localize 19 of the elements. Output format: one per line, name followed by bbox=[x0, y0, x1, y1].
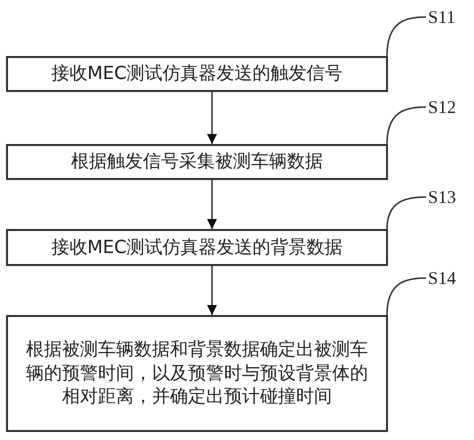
arrow bbox=[207, 180, 217, 229]
step-number: S14 bbox=[428, 269, 456, 287]
leader-line bbox=[386, 16, 426, 56]
process-box bbox=[6, 144, 388, 180]
leader-line bbox=[386, 196, 426, 230]
step-number: S11 bbox=[428, 8, 456, 26]
step-text: 接收MEC测试仿真器发送的背景数据 bbox=[51, 236, 343, 260]
process-box bbox=[6, 56, 388, 92]
process-box bbox=[6, 315, 388, 432]
leader-line bbox=[386, 277, 426, 316]
step-number: S13 bbox=[428, 188, 456, 206]
leader-line bbox=[386, 106, 426, 144]
step-text: 根据触发信号采集被测车辆数据 bbox=[71, 150, 323, 174]
step-text: 根据被测车辆数据和背景数据确定出被测车辆的预警时间，以及预警时与预设背景体的相对距离，并确定出预计碰撞时间 bbox=[25, 338, 369, 409]
step-number: S12 bbox=[428, 98, 456, 116]
arrow bbox=[207, 92, 217, 144]
arrow bbox=[207, 266, 217, 315]
process-box bbox=[6, 229, 388, 266]
step-text: 接收MEC测试仿真器发送的触发信号 bbox=[51, 62, 343, 86]
